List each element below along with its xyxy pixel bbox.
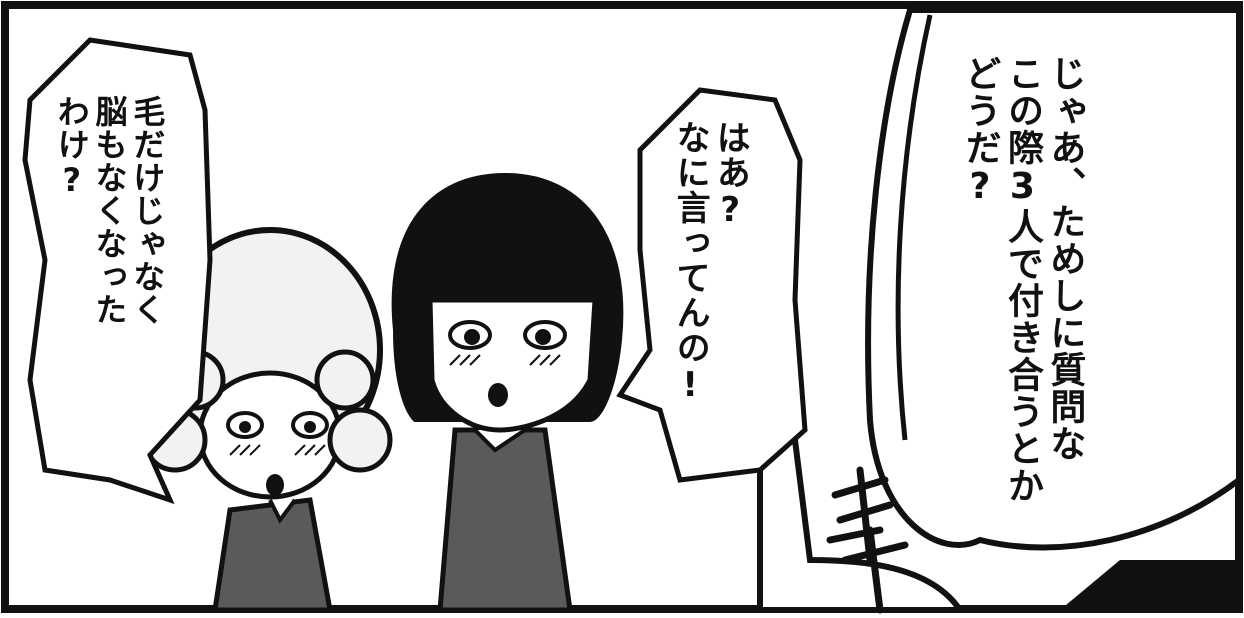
bubble-right-line-2: この際3人で付き合うとか: [1001, 55, 1043, 504]
right-character-body: [865, 7, 1242, 551]
bubble-middle-text: はあ? なに言ってんの!: [670, 120, 750, 450]
right-character-edge: [895, 14, 933, 441]
bubble-right-text: じゃあ、ためしに質問な この際3人で付き合うとか どうだ?: [958, 55, 1085, 555]
left-character: [142, 227, 393, 613]
bubble-right-line-3: どうだ?: [959, 55, 1001, 208]
bubble-middle-line-2: なに言ってんの!: [670, 120, 711, 406]
bubble-left-text: 毛だけじゃなく 脳もなくなった わけ?: [52, 95, 167, 425]
middle-character: [391, 172, 624, 613]
bubble-left-shape: [22, 37, 213, 505]
bubble-middle-shape: [616, 87, 808, 483]
bubble-middle-line-1: はあ?: [710, 120, 751, 231]
bubble-left-line-2: 脳もなくなった: [90, 95, 129, 326]
right-dark-cloth: [1060, 560, 1239, 610]
sfx-strokes: [826, 466, 909, 614]
bubble-left-line-1: 毛だけじゃなく: [128, 95, 167, 326]
bubble-right-line-1: じゃあ、ためしに質問な: [1044, 55, 1086, 462]
bubble-left-line-3: わけ?: [52, 95, 91, 200]
